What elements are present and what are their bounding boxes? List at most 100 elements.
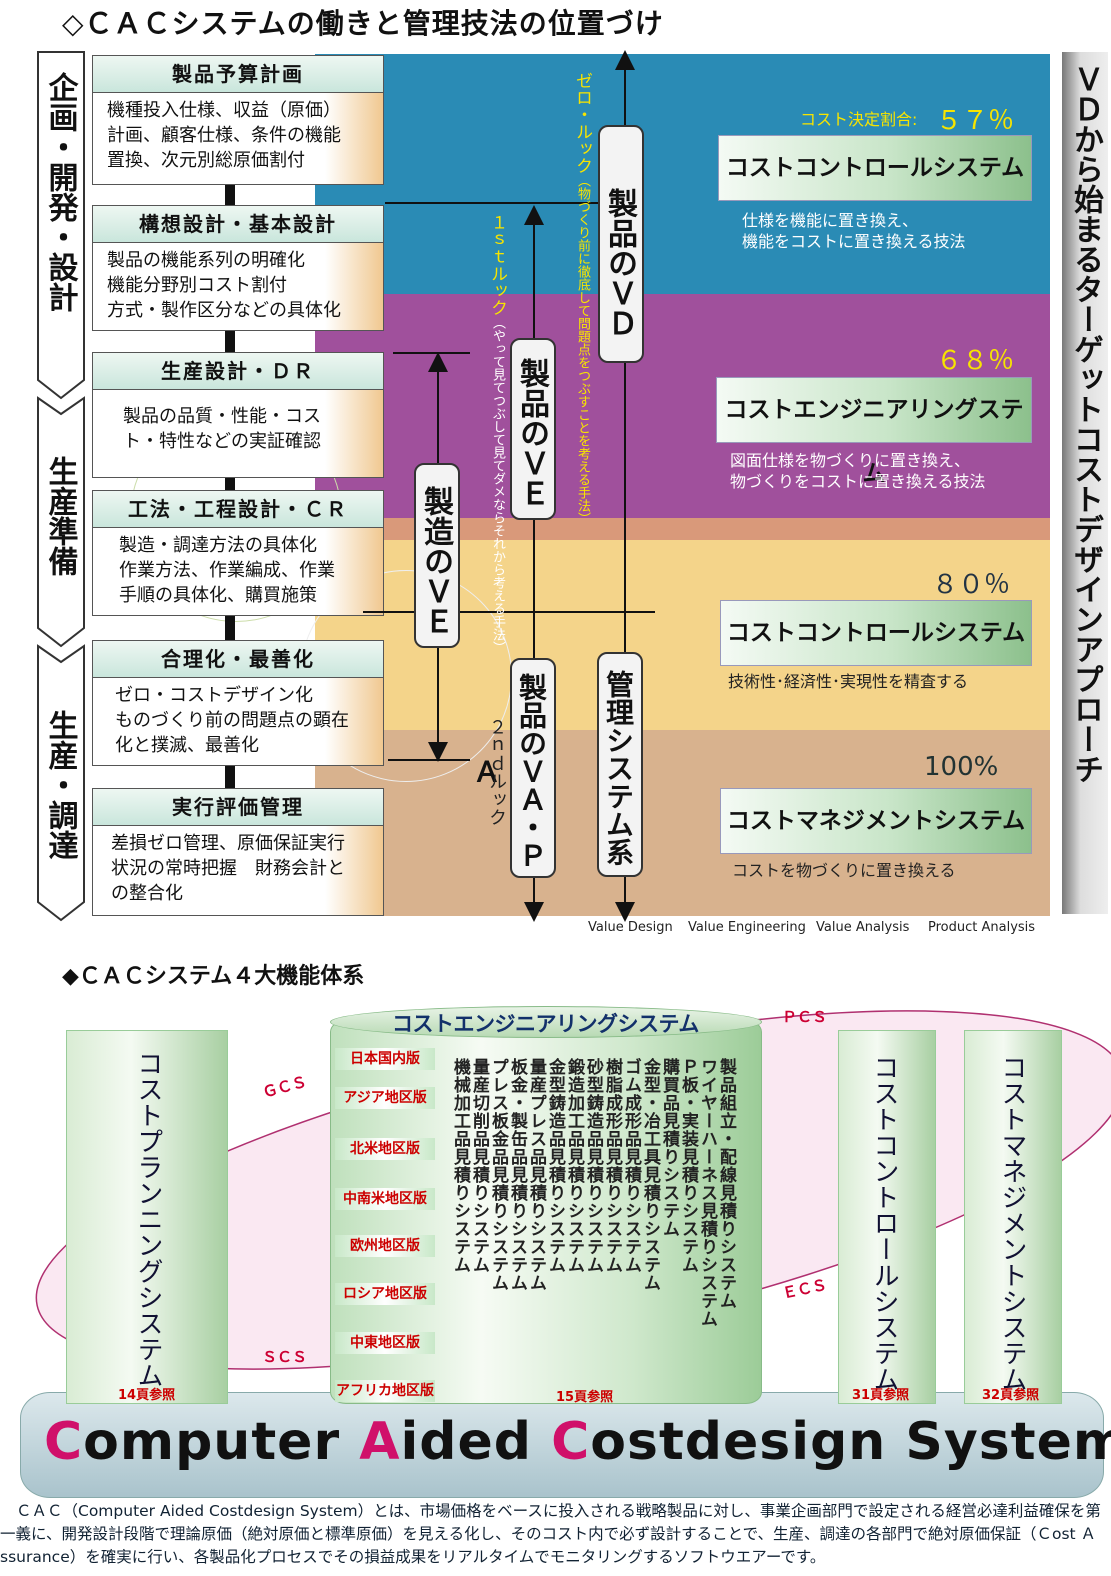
ces-column: プレス板金品見積りシステム (488, 1058, 508, 1292)
ces-column: 購買品見積りシステム (659, 1058, 679, 1238)
system-desc-4: コストを物づくりに置き換える (732, 861, 956, 880)
section-title-four-functions: ◆ＣＡＣシステム４大機能体系 (62, 964, 365, 989)
pill-manufacturing-ve: 製造のＶＥ (414, 463, 460, 648)
cost-decision-label: コスト決定割合: (800, 110, 918, 129)
step-line: ものづくり前の問題点の顕在 (115, 710, 349, 731)
region-russia: ロシア地区版 (335, 1283, 435, 1305)
step-line: 差損ゼロ管理、原価保証実行 (111, 833, 345, 854)
ces-cylinder (330, 1020, 762, 1404)
ces-column: 板金・製缶品見積りシステム (507, 1058, 527, 1292)
label-value-design: Value Design (588, 920, 673, 935)
ces-column: 製品組立・配線見積りシステム (716, 1058, 736, 1310)
orbit-label-scs: ＳＣＳ (262, 1348, 308, 1366)
ces-column: 量産切削品見積りシステム (469, 1058, 489, 1274)
step-card-execution: 実行評価管理 差損ゼロ管理、原価保証実行 状況の常時把握 財務会計と の整合化 (92, 788, 384, 916)
band-orange (315, 518, 1050, 540)
region-asia: アジア地区版 (335, 1087, 435, 1109)
step-line: ト・特性などの実証確認 (123, 431, 321, 452)
phase-label-production: 生産・調達 (42, 710, 78, 860)
ref-page-31: 31頁参照 (852, 1388, 910, 1403)
pillar-cost-planning (66, 1030, 228, 1404)
step-card-production-design: 生産設計・ＤＲ 製品の品質・性能・コス ト・特性などの実証確認 (92, 352, 384, 478)
step-line: 機能分野別コスト割付 (107, 275, 287, 296)
first-look-label: １ｓｔルック（やって見てつぶして見てダメならそれから考える手法） (487, 214, 507, 704)
ces-column: ワイヤーハーネス見積りシステム (697, 1058, 717, 1328)
system-desc-line: 物づくりをコストに置き換える技法 (730, 472, 986, 491)
pillar-cost-planning-label: コストプランニングシステム (133, 1050, 163, 1388)
step-line: 製造・調達方法の具体化 (119, 535, 317, 556)
system-desc-3: 技術性･経済性･実現性を精査する (728, 672, 969, 691)
side-banner-bg (1062, 52, 1108, 914)
first-look-main: １ｓｔルック (487, 214, 507, 316)
zero-look-sub: （物づくり前に徹底して問題点をつぶすことを考える手法） (575, 174, 590, 525)
footnote: ＣＡＣ（Computer Aided Costdesign System）とは、… (0, 1502, 1101, 1566)
system-cost-engineering: コストエンジニアリングステム (716, 377, 1032, 487)
region-europe: 欧州地区版 (335, 1235, 435, 1257)
zero-look-main: ゼロ・ルック (572, 72, 592, 174)
region-africa: アフリカ地区版 (335, 1380, 435, 1402)
step-body: 製品の機能系列の明確化 機能分野別コスト割付 方式・製作区分などの具体化 (92, 243, 384, 331)
step-body: ゼロ・コストデザイン化 ものづくり前の問題点の顕在 化と撲滅、最善化 (92, 678, 384, 766)
pill-management-system: 管理システム系 (597, 652, 643, 877)
page-title: ◇ＣＡＣシステムの働きと管理技法の位置づけ (62, 7, 664, 40)
ces-cylinder-top (330, 1006, 762, 1038)
phase-arrows (37, 51, 85, 922)
pillar-cost-management-label: コストマネジメントシステム (997, 1054, 1027, 1392)
ces-column: 量産プレス品見積りシステム (526, 1058, 546, 1292)
step-head: 合理化・最善化 (92, 640, 384, 678)
step-line: の整合化 (111, 883, 183, 904)
pill-product-vd: 製品のＶＤ (598, 125, 644, 363)
first-look-sub: （やって見てつぶして見てダメならそれから考える手法） (490, 316, 505, 654)
pillar-cost-control (838, 1030, 936, 1404)
step-body: 製造・調達方法の具体化 作業方法、作業編成、作業 手順の具体化、購買施策 (92, 528, 384, 616)
label-value-engineering: Value Engineering (688, 920, 806, 935)
pct-80: ８０％ (932, 570, 1011, 600)
step-body: 製品の品質・性能・コス ト・特性などの実証確認 (92, 390, 384, 478)
pill-product-ve: 製品のＶＥ (510, 338, 556, 520)
step-head: 工法・工程設計・ＣＲ (92, 490, 384, 528)
phase-label-preparation: 生産準備 (42, 456, 78, 576)
system-desc-line: 仕様を機能に置き換え、 (742, 211, 919, 230)
cac-platform (20, 1392, 1104, 1498)
system-cost-management: コストマネジメントシステム (720, 788, 1032, 854)
step-head: 構想設計・基本設計 (92, 205, 384, 243)
step-line: 化と撲滅、最善化 (115, 735, 259, 756)
ref-page-15: 15頁参照 (556, 1390, 614, 1405)
ces-column: ゴム成形品見積りシステム (621, 1058, 641, 1274)
step-card-budget: 製品予算計画 機種投入仕様、収益（原価） 計画、顧客仕様、条件の機能 置換、次元… (92, 55, 384, 185)
system-cost-control-1: コストコントロールシステム (718, 135, 1032, 201)
pct-100: 100% (924, 752, 999, 782)
step-line: 作業方法、作業編成、作業 (119, 560, 335, 581)
label-value-analysis: Value Analysis (816, 920, 910, 935)
system-desc-2: 図面仕様を物づくりに置き換え、 物づくりをコストに置き換える技法 (730, 450, 986, 492)
step-card-process-design: 工法・工程設計・ＣＲ 製造・調達方法の具体化 作業方法、作業編成、作業 手順の具… (92, 490, 384, 616)
pillar-cost-control-label: コストコントロールシステム (869, 1054, 899, 1392)
step-head: 生産設計・ＤＲ (92, 352, 384, 390)
step-line: 製品の機能系列の明確化 (107, 250, 305, 271)
step-line: 製品の品質・性能・コス (123, 406, 321, 427)
ref-page-32: 32頁参照 (982, 1388, 1040, 1403)
cac-logo-text: Computer Aided Costdesign System (44, 1412, 1111, 1472)
region-north-america: 北米地区版 (335, 1138, 435, 1160)
ces-column: 金型・冶工具見積りシステム (640, 1058, 660, 1292)
pillar-cost-management (964, 1030, 1062, 1404)
phase-label-planning: 企画・開発・設計 (42, 72, 78, 312)
step-card-rationalization: 合理化・最善化 ゼロ・コストデザイン化 ものづくり前の問題点の顕在 化と撲滅、最… (92, 640, 384, 766)
cac-word: ided (400, 1412, 552, 1472)
orbit-label-pcs: ＰＣＳ (782, 1008, 828, 1026)
system-desc-line: 図面仕様を物づくりに置き換え、 (730, 451, 971, 470)
step-line: 機種投入仕様、収益（原価） (107, 100, 341, 121)
step-line: 手順の具体化、購買施策 (119, 585, 317, 606)
step-line: 置換、次元別総原価割付 (107, 150, 305, 171)
step-body: 差損ゼロ管理、原価保証実行 状況の常時把握 財務会計と の整合化 (92, 826, 384, 916)
step-line: 状況の常時把握 財務会計と (111, 858, 345, 879)
cac-word: omputer (83, 1412, 360, 1472)
system-cost-control-2: コストコントロールシステム (720, 600, 1032, 666)
ces-column: 樹脂成形品見積りシステム (602, 1058, 622, 1274)
region-japan: 日本国内版 (335, 1048, 435, 1070)
side-banner-text: ＶＤから始まるターゲットコストデザインアプローチ (1068, 64, 1103, 784)
second-look-label: ２ｎｄルック (486, 718, 507, 826)
step-line: 方式・製作区分などの具体化 (107, 300, 341, 321)
ces-column: 砂型鋳造品見積りシステム (583, 1058, 603, 1274)
step-line: ゼロ・コストデザイン化 (115, 685, 313, 706)
